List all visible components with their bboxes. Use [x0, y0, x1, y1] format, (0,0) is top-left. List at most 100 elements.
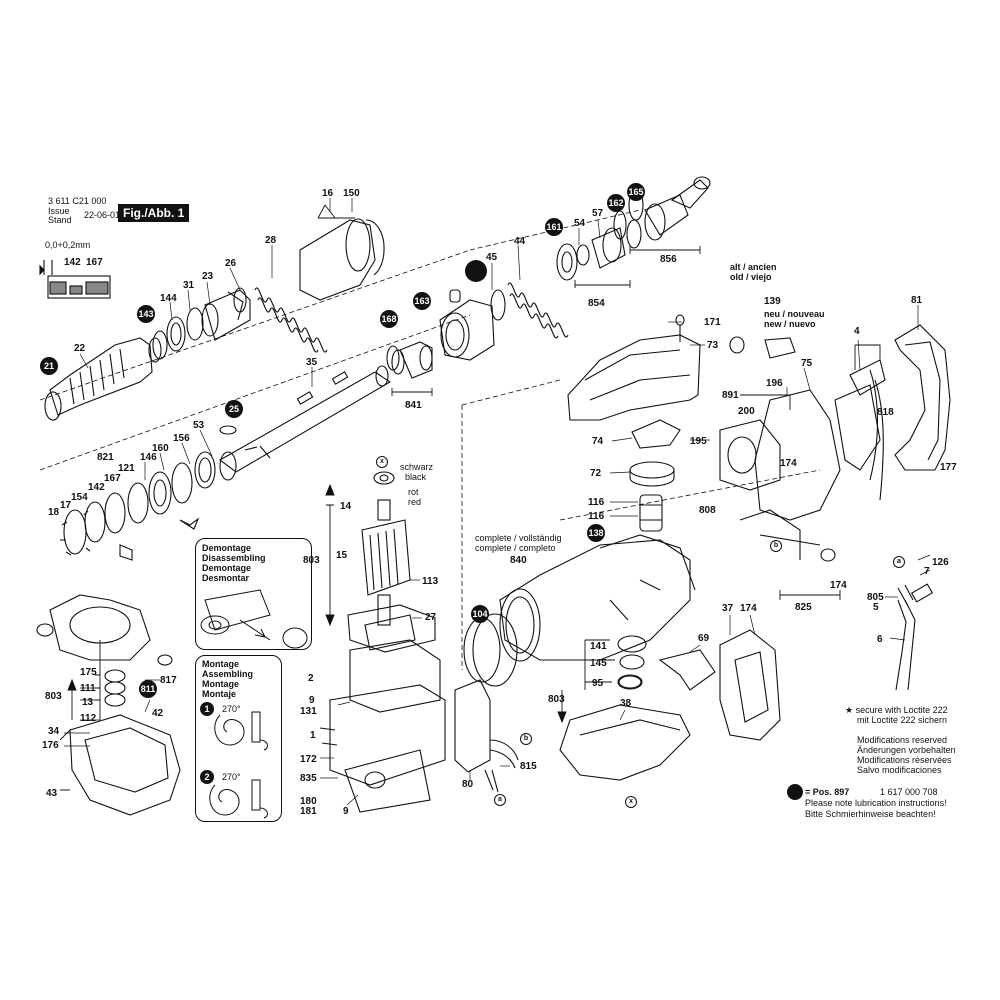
part-label: 13: [82, 697, 94, 708]
part-label: 80: [462, 779, 474, 790]
assembly-angle-1: 270°: [222, 704, 241, 714]
wire-marker-a: a: [494, 794, 506, 806]
lubrication-dot: 161: [545, 218, 563, 236]
lubrication-dot: 143: [137, 305, 155, 323]
lubrication-legend-dot: [787, 784, 803, 800]
stand-label: Stand: [48, 215, 72, 225]
part-label: 841: [405, 400, 422, 411]
part-label: 69: [698, 633, 710, 644]
disassembly-title-1: Demontage: [202, 543, 252, 553]
part-label: 150: [343, 188, 360, 199]
part-label: 45: [486, 252, 498, 263]
wire-color-schwarz: schwarz: [400, 462, 434, 472]
part-label: 54: [574, 218, 586, 229]
modifications-note-1: Modifications reserved: [857, 735, 948, 745]
part-label: 805: [867, 592, 884, 603]
part-label: 145: [590, 658, 607, 669]
part-label: 7: [924, 566, 930, 577]
part-label: 891: [722, 390, 739, 401]
part-label: 154: [71, 492, 88, 503]
part-label: 167: [86, 257, 103, 268]
pos-number: 1 617 000 708: [880, 787, 938, 797]
wire-marker-a: a: [893, 556, 905, 568]
modifications-note-4: Salvo modificaciones: [857, 765, 942, 775]
issue-date: 22-06-01: [84, 210, 121, 220]
complete-label-1: complete / vollständig: [475, 533, 562, 543]
neu-label-2: new / nuevo: [764, 319, 816, 329]
part-label: 112: [80, 713, 97, 724]
part-label: 72: [590, 468, 602, 479]
loctite-note-1: ★ secure with Loctite 222: [845, 705, 948, 715]
part-label: 144: [160, 293, 177, 304]
wire-color-black: black: [405, 472, 427, 482]
part-label: 174: [830, 580, 847, 591]
part-label: 75: [801, 358, 813, 369]
part-label: 38: [620, 698, 632, 709]
lubrication-note-1: Please note lubrication instructions!: [805, 798, 947, 808]
issue-label: Issue: [48, 206, 70, 216]
part-label: 2: [308, 673, 314, 684]
modifications-note-3: Modifications réservées: [857, 755, 952, 765]
lubrication-dot: 25: [225, 400, 243, 418]
part-label: 6: [877, 634, 883, 645]
assembly-panel: [195, 655, 282, 822]
part-label: 131: [300, 706, 317, 717]
part-label: 22: [74, 343, 86, 354]
part-label: 15: [336, 550, 348, 561]
part-label: 34: [48, 726, 60, 737]
part-label: 57: [592, 208, 604, 219]
part-label: 825: [795, 602, 812, 613]
part-label: 74: [592, 436, 604, 447]
part-label: 126: [932, 557, 949, 568]
assembly-step-2: 2: [200, 770, 214, 784]
part-label: 28: [265, 235, 277, 246]
lubrication-dot: 162: [607, 194, 625, 212]
part-label: 31: [183, 280, 195, 291]
part-label: 146: [140, 452, 157, 463]
part-label: 113: [422, 576, 439, 587]
part-label: 856: [660, 254, 677, 265]
part-label: 14: [340, 501, 352, 512]
part-label: 818: [877, 407, 894, 418]
part-label: 803: [303, 555, 320, 566]
part-label: 171: [704, 317, 721, 328]
part-label: 111: [80, 683, 96, 694]
part-label: 821: [97, 452, 114, 463]
part-label: 53: [193, 420, 205, 431]
part-label: 9: [343, 806, 349, 817]
assembly-step-1: 1: [200, 702, 214, 716]
part-label: 17: [60, 500, 72, 511]
pos-reference: = Pos. 897: [805, 787, 850, 797]
part-label: 1: [310, 730, 316, 741]
part-label: 817: [160, 675, 177, 686]
part-label: 172: [300, 754, 317, 765]
part-label: 854: [588, 298, 605, 309]
part-label: 27: [425, 612, 437, 623]
part-label: 808: [699, 505, 716, 516]
wire-marker-x: x: [625, 796, 637, 808]
figure-label: Fig./Abb. 1: [118, 204, 190, 222]
part-label: 174: [740, 603, 757, 614]
part-label: 42: [152, 708, 164, 719]
lubrication-dot: 811: [139, 680, 157, 698]
part-label: 43: [46, 788, 58, 799]
part-label: 200: [738, 406, 755, 417]
part-label: 142: [64, 257, 81, 268]
wire-marker-b: b: [520, 733, 532, 745]
part-label: 116: [588, 511, 605, 522]
neu-label-1: neu / nouveau: [764, 309, 825, 319]
wire-marker-x: x: [376, 456, 388, 468]
part-label: 160: [152, 443, 169, 454]
part-label: 18: [48, 507, 60, 518]
part-label: 81: [911, 295, 923, 306]
part-label: 44: [514, 236, 526, 247]
part-label: 26: [225, 258, 237, 269]
part-label: 174: [780, 458, 797, 469]
lubrication-dot: 21: [40, 357, 58, 375]
assembly-angle-2: 270°: [222, 772, 241, 782]
part-label: 156: [173, 433, 190, 444]
tolerance-label: 0,0+0,2mm: [45, 240, 91, 250]
part-label: 177: [940, 462, 957, 473]
part-label: 4: [854, 326, 860, 337]
